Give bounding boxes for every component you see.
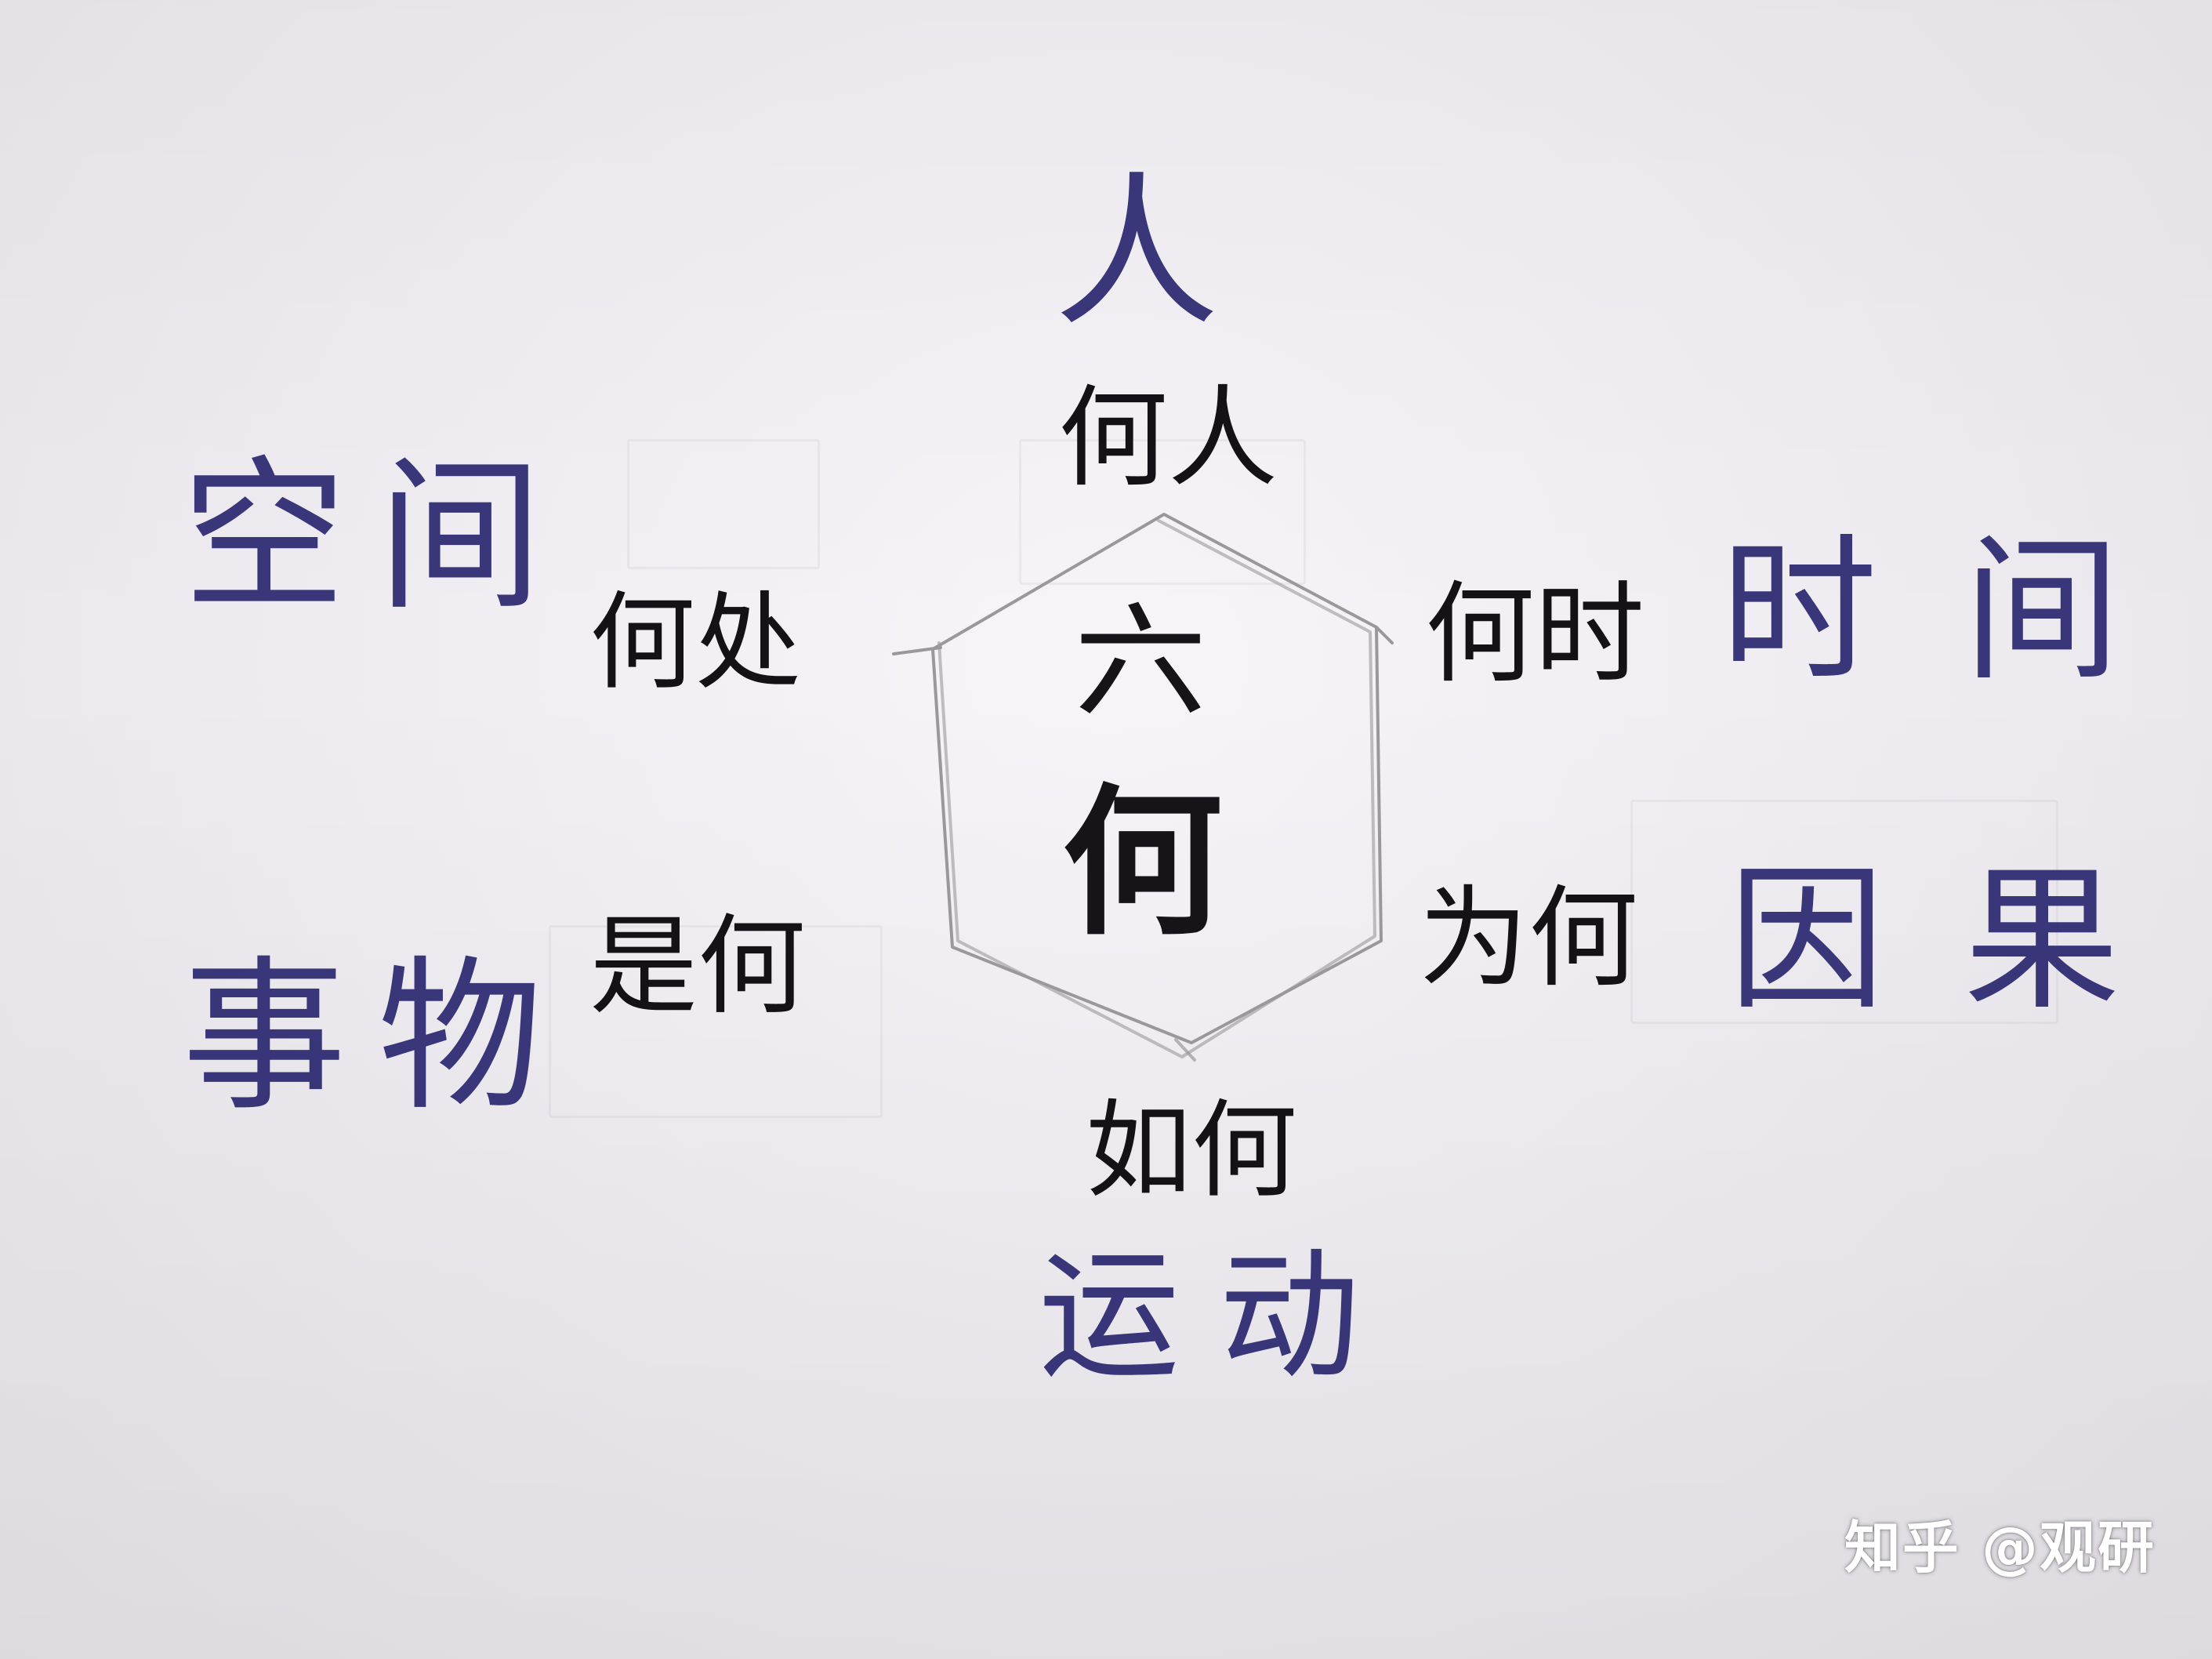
show-through-mark — [1630, 800, 2058, 1024]
question-what: 是何 — [589, 903, 807, 1029]
center-char-six: 六 — [1074, 590, 1208, 735]
question-why: 为何 — [1419, 875, 1639, 1003]
dimension-causality: 因果 — [1728, 849, 2199, 1032]
watermark-text: 知乎 @观研 — [1844, 1515, 2156, 1581]
show-through-mark — [549, 925, 883, 1118]
question-when: 何时 — [1425, 571, 1645, 699]
show-through-mark — [627, 439, 820, 569]
question-who: 何人 — [1058, 375, 1278, 503]
dimension-motion: 运动 — [1039, 1235, 1400, 1399]
dimension-space: 空间 — [182, 441, 575, 633]
center-char-what: 何 — [1062, 771, 1223, 957]
dimension-time: 时间 — [1721, 520, 2207, 702]
show-through-mark — [1019, 439, 1306, 585]
dimension-person: 人 — [1054, 157, 1220, 349]
question-how: 如何 — [1086, 1089, 1297, 1212]
dimension-things: 事物 — [182, 941, 575, 1133]
question-where: 何处 — [589, 581, 801, 704]
